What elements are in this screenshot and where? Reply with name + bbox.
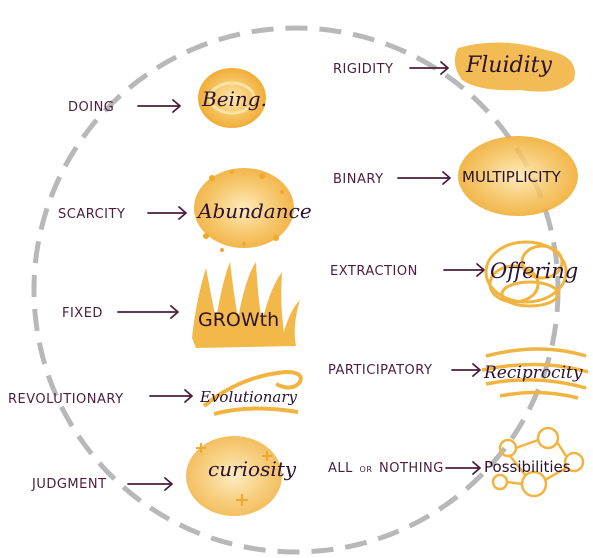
highlight-scribble bbox=[484, 240, 568, 308]
shift-allornothing-possibilities: ALL OR NOTHING Possibilities bbox=[328, 426, 585, 498]
to-label: MULTIPLICITY bbox=[462, 168, 562, 186]
to-label: curiosity bbox=[208, 457, 297, 481]
shift-rigidity-fluidity: RIGIDITY Fluidity bbox=[333, 42, 575, 92]
to-label: Offering bbox=[490, 259, 578, 283]
arrow-icon bbox=[137, 99, 181, 113]
highlight-brush bbox=[454, 42, 575, 92]
shift-extraction-offering: EXTRACTION Offering bbox=[330, 240, 578, 308]
highlight-blob bbox=[458, 136, 578, 216]
to-label: Abundance bbox=[196, 199, 312, 223]
from-label-part: NOTHING bbox=[379, 461, 444, 476]
from-label: JUDGMENT bbox=[31, 477, 107, 492]
from-label: DOING bbox=[68, 100, 114, 115]
shift-fixed-growth: FIXED GROWth bbox=[62, 262, 300, 348]
highlight-blob bbox=[194, 168, 294, 248]
shift-binary-multiplicity: BINARY MULTIPLICITY bbox=[333, 136, 578, 216]
highlight-speckles bbox=[203, 170, 284, 252]
arrow-icon bbox=[397, 171, 451, 185]
to-label: Reciprocity bbox=[483, 363, 583, 383]
from-label: RIGIDITY bbox=[333, 62, 394, 77]
arrow-icon bbox=[127, 477, 173, 491]
from-label: BINARY bbox=[333, 172, 384, 187]
from-label: REVOLUTIONARY bbox=[8, 392, 124, 407]
arrow-icon bbox=[445, 461, 481, 475]
from-label: ALL OR NOTHING bbox=[328, 461, 444, 476]
shift-participatory-reciprocity: PARTICIPATORY Reciprocity bbox=[328, 347, 589, 400]
arrow-icon bbox=[117, 305, 179, 319]
from-label-part: ALL bbox=[328, 461, 353, 476]
from-label: SCARCITY bbox=[58, 207, 125, 222]
to-label: Being. bbox=[201, 87, 267, 111]
highlight-grass bbox=[192, 262, 300, 348]
highlight-scribble bbox=[481, 347, 589, 400]
network-icon bbox=[491, 426, 585, 498]
shift-scarcity-abundance: SCARCITY Abundance bbox=[58, 168, 312, 252]
shift-revolutionary-evolutionary: REVOLUTIONARY Evolutionary bbox=[8, 369, 303, 416]
to-label: Fluidity bbox=[465, 53, 552, 78]
arrow-icon bbox=[443, 263, 485, 277]
to-label: GROWth bbox=[198, 309, 279, 331]
arrow-icon bbox=[149, 389, 193, 403]
highlight-blob bbox=[186, 436, 282, 516]
highlight-swirl bbox=[208, 81, 256, 115]
from-label: FIXED bbox=[62, 306, 103, 321]
to-label: Evolutionary bbox=[199, 388, 298, 406]
shift-judgment-curiosity: JUDGMENT curiosity bbox=[31, 436, 297, 516]
arrow-icon bbox=[451, 363, 481, 377]
from-label: PARTICIPATORY bbox=[328, 363, 432, 378]
sparkle-icons bbox=[196, 443, 272, 506]
arrow-icon bbox=[409, 61, 449, 75]
to-label: Possibilities bbox=[484, 458, 571, 476]
from-label-part: OR bbox=[360, 465, 373, 474]
highlight-blob bbox=[198, 68, 266, 128]
highlight-swirl bbox=[202, 369, 303, 416]
arrow-icon bbox=[147, 206, 187, 220]
shift-doing-being: DOING Being. bbox=[68, 68, 267, 128]
from-label: EXTRACTION bbox=[330, 264, 418, 279]
